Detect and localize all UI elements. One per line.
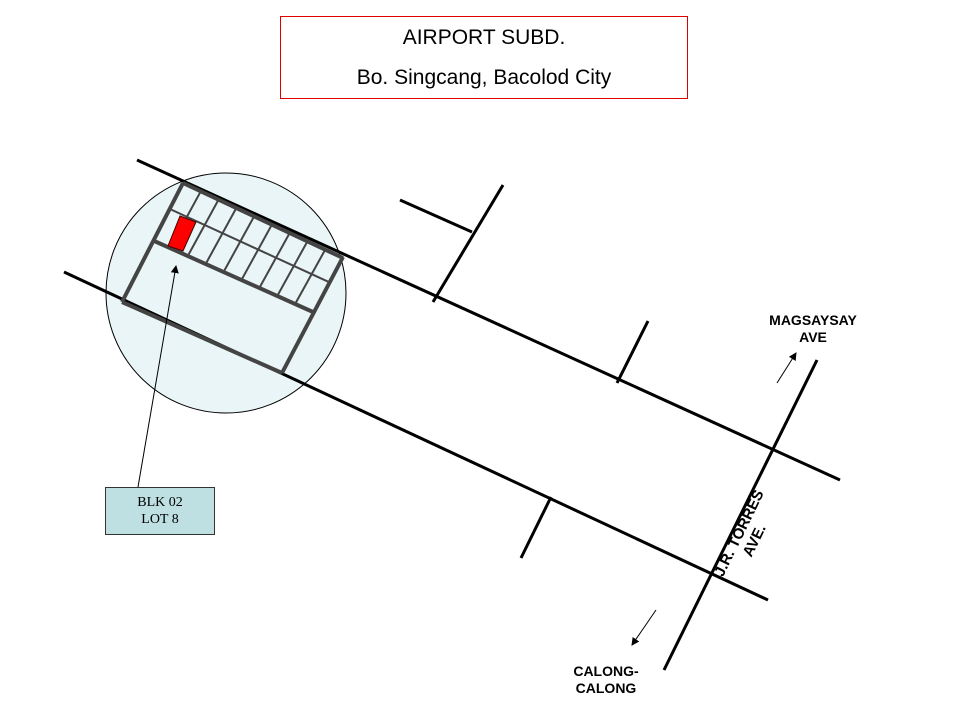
main-road-north	[136, 158, 841, 482]
lot-divider	[276, 240, 309, 297]
lot-divider	[294, 249, 327, 305]
zoom-circle	[105, 172, 347, 414]
lot-grid	[168, 190, 330, 305]
subdivision-title: AIRPORT SUBD.	[402, 26, 566, 49]
lot-number-label: LOT 8	[141, 512, 179, 527]
torres-road	[662, 359, 819, 671]
side-street	[615, 320, 650, 384]
side-street	[431, 184, 505, 303]
north-arrow-icon	[776, 352, 797, 384]
highlighted-lot	[167, 215, 197, 252]
magsaysay-line1: MAGSAYSAY	[769, 312, 857, 328]
lot-label-box: BLK 02 LOT 8	[105, 487, 215, 535]
lot-divider	[222, 215, 255, 273]
lot-divider	[258, 232, 291, 289]
lot-divider	[168, 207, 330, 284]
block-outline	[120, 181, 345, 375]
lot-divider	[240, 224, 273, 281]
location-subtitle: Bo. Singcang, Bacolod City	[356, 66, 612, 89]
block-label: BLK 02	[137, 495, 183, 510]
pointer-arrow	[137, 265, 179, 488]
magsaysay-line2: AVE	[799, 329, 827, 345]
magsaysay-label: MAGSAYSAY AVE	[753, 312, 873, 346]
lot-divider	[186, 199, 220, 257]
title-box: AIRPORT SUBD. Bo. Singcang, Bacolod City	[280, 16, 688, 99]
calong-line2: CALONG	[575, 680, 637, 696]
side-street	[519, 496, 553, 559]
lot-divider	[204, 207, 238, 265]
calong-label: CALONG- CALONG	[550, 663, 662, 697]
calong-line1: CALONG-	[573, 663, 639, 679]
south-arrow-icon	[631, 609, 657, 646]
side-street	[399, 198, 473, 234]
